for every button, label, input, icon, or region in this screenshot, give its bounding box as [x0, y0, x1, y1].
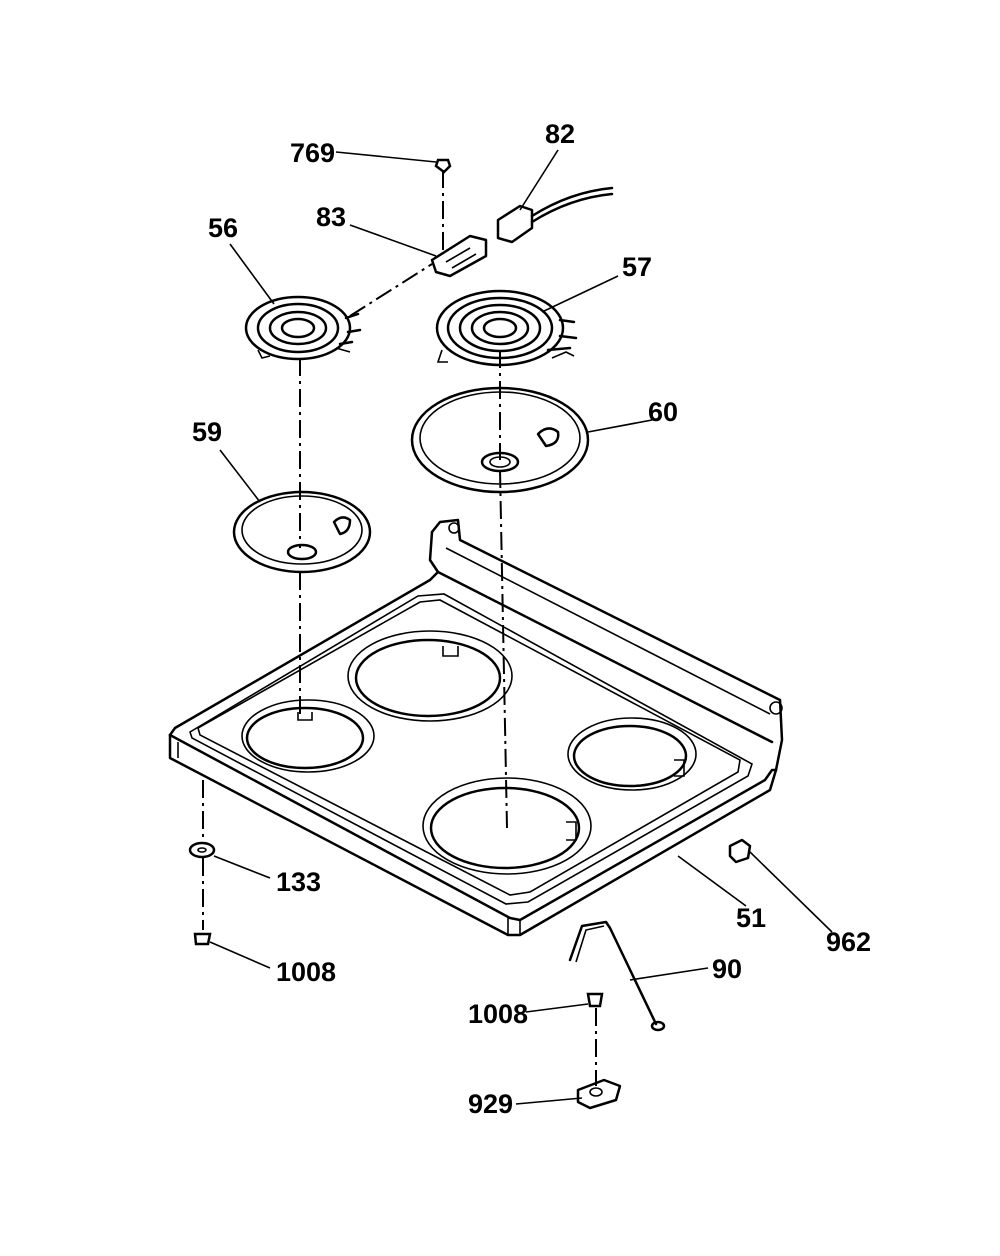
callout-133: 133: [276, 867, 321, 897]
callout-1008-bottom: 1008: [468, 999, 528, 1029]
callout-83: 83: [316, 202, 346, 232]
terminal-block: [430, 234, 488, 278]
receptacle-82: [496, 186, 614, 244]
screw-769: [434, 158, 452, 174]
small-drip-pan: [232, 490, 372, 574]
callout-51: 51: [736, 903, 766, 933]
callout-769: 769: [290, 138, 335, 168]
burner-well-left-rear: [347, 630, 513, 722]
assembly-axes: [202, 170, 597, 1086]
washer-133: [188, 841, 216, 859]
leader-lines: [209, 149, 833, 1105]
rod-90: [568, 920, 666, 1032]
burner-well-left-front: [241, 699, 375, 773]
callout-56: 56: [208, 213, 238, 243]
callout-59: 59: [192, 417, 222, 447]
large-surface-element: [435, 289, 578, 367]
screw-1008-left: [193, 932, 212, 946]
callout-82: 82: [545, 119, 575, 149]
burner-well-right-rear: [567, 717, 697, 791]
bracket-929: [576, 1078, 622, 1110]
screw-1008-bottom: [586, 992, 604, 1008]
small-surface-element: [244, 295, 362, 361]
callout-929: 929: [468, 1089, 513, 1119]
clip-962: [728, 838, 752, 864]
cooktop-main-top: [168, 518, 784, 937]
burner-well-right-front: [422, 777, 592, 875]
callout-labels: 769 82 83 56 57 59 60 133 1008 51 962 90…: [192, 119, 871, 1119]
callout-962: 962: [826, 927, 871, 957]
callout-1008-left: 1008: [276, 957, 336, 987]
callout-57: 57: [622, 252, 652, 282]
callout-90: 90: [712, 954, 742, 984]
callout-60: 60: [648, 397, 678, 427]
